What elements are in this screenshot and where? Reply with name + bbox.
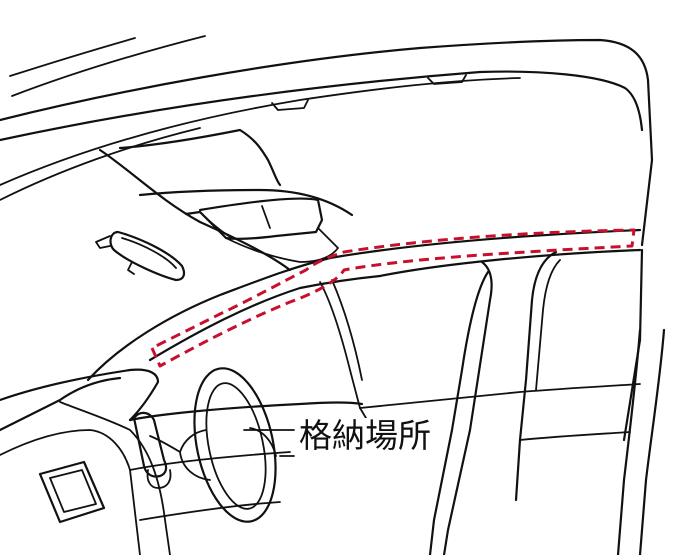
steering-wheel: [149, 367, 277, 523]
sun-visor: [98, 128, 354, 272]
roof-streak-lines: [9, 35, 206, 97]
storage-location-label: 格納場所: [297, 416, 433, 455]
dash-screen: [38, 460, 106, 524]
rearview-mirror: [95, 230, 186, 282]
storage-area-outline: [150, 228, 636, 368]
control-stalk: [132, 411, 172, 489]
door-frame: [359, 248, 666, 555]
callout-lines: [243, 407, 367, 457]
dashboard: [0, 368, 364, 555]
headliner: [0, 38, 654, 247]
a-pillar: [86, 228, 642, 409]
